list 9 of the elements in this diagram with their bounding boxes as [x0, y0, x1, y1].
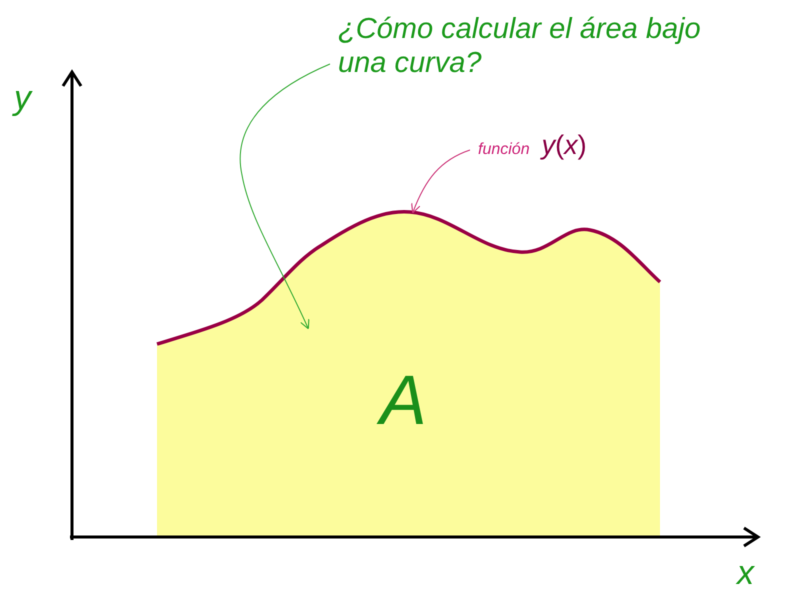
curve-line [156, 210, 662, 346]
function-expression: y(x) [542, 130, 587, 161]
leader-line [411, 150, 470, 214]
axis-label: y [14, 80, 31, 116]
shaded-area [157, 210, 660, 537]
function-label: función [478, 141, 530, 159]
axis-label: x [737, 555, 754, 590]
question-text: ¿Cómo calcular el área bajo una curva? [338, 12, 743, 80]
leader-line [240, 64, 330, 330]
